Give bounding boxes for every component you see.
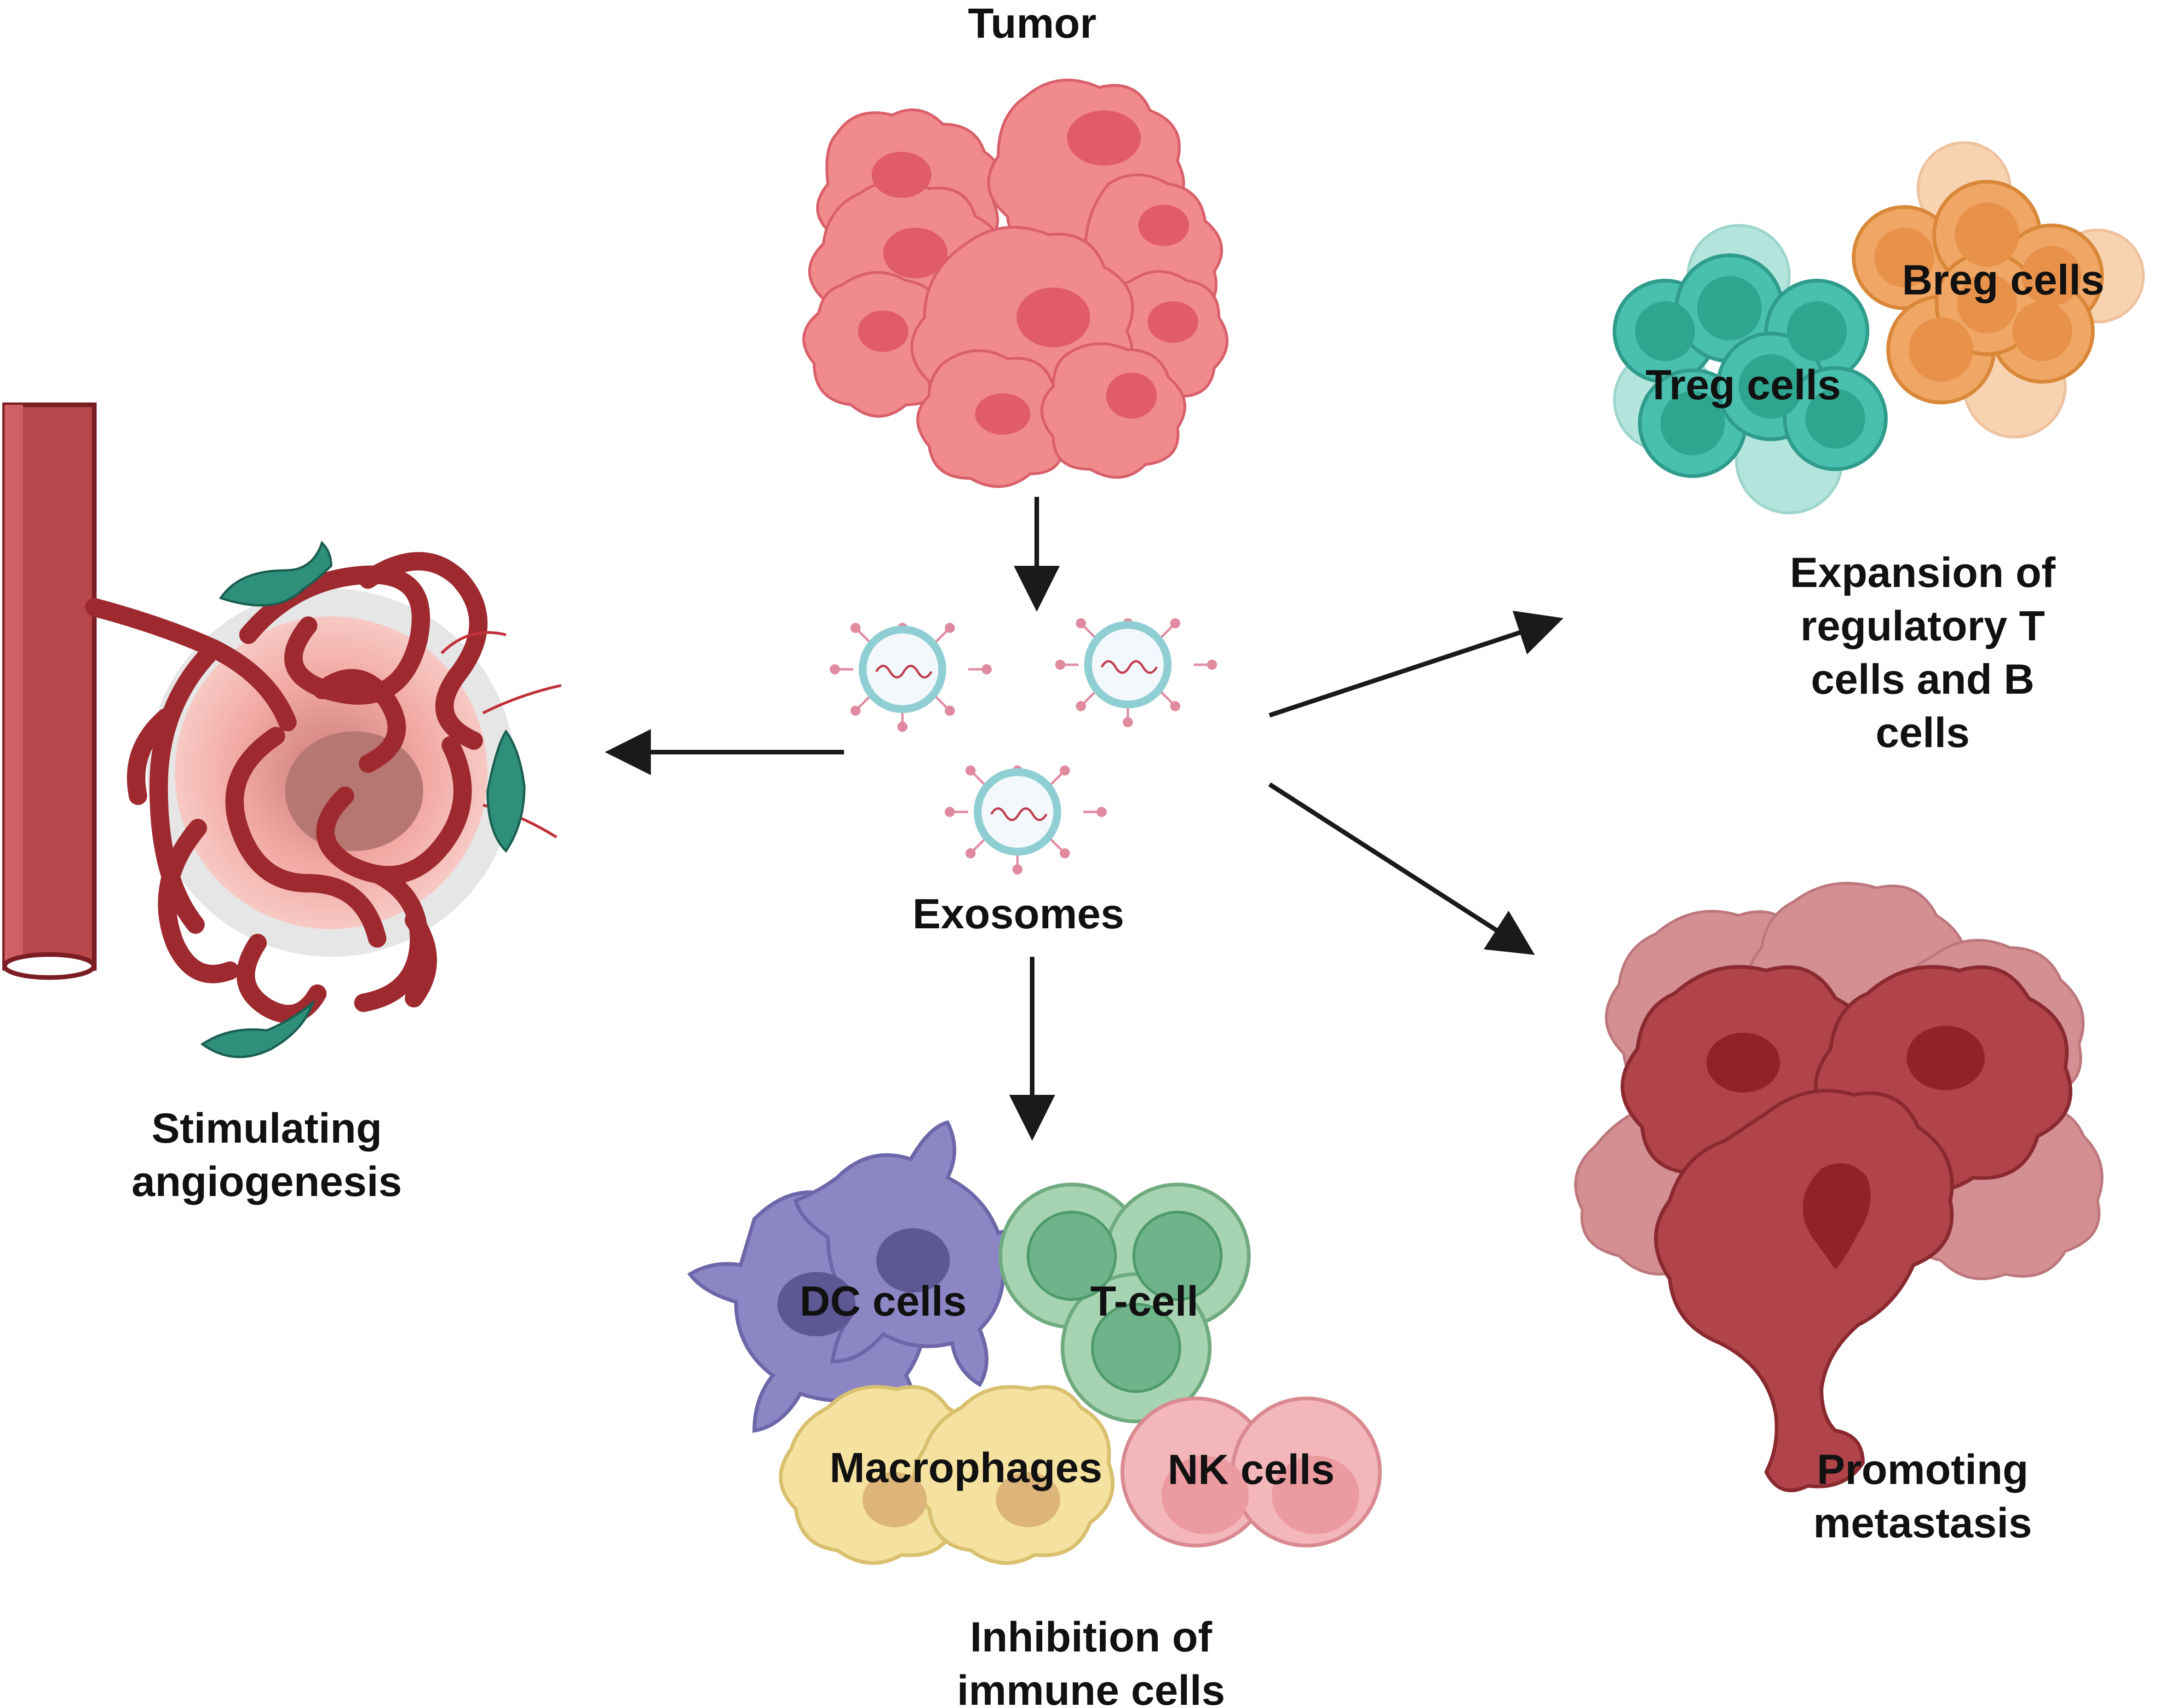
angiogenesis-label-line1: Stimulating <box>152 1105 382 1152</box>
breg-cells-icon <box>1852 141 2145 438</box>
arrow-exosomes-to-metastasis <box>1268 782 1535 955</box>
exosomes-label: Exosomes <box>913 891 1124 937</box>
metastasis-label-line1: Promoting <box>1817 1446 2028 1493</box>
macrophages-label: Macrophages <box>829 1444 1102 1491</box>
breg-cells-label: Breg cells <box>1902 257 2104 304</box>
expansion-label-line2: regulatory T <box>1800 603 2045 650</box>
nk-cells-icon <box>1120 1397 1382 1547</box>
expansion-label-line1: Expansion of <box>1790 549 2056 596</box>
tumor-label: Tumor <box>968 0 1096 47</box>
dc-cells-icon <box>687 1120 1056 1433</box>
treg-cells-icon <box>1613 224 1888 514</box>
nk-cells-label: NK cells <box>1167 1446 1334 1493</box>
dc-cells-label: DC cells <box>799 1278 966 1325</box>
inhibition-label-line2: immune cells <box>957 1667 1225 1708</box>
metastasis-cells-icon <box>1574 882 2103 1492</box>
flow-arrows <box>605 497 1563 1141</box>
angiogenesis-label-line2: angiogenesis <box>132 1158 402 1205</box>
macrophages-icon <box>779 1385 1114 1565</box>
t-cell-icon <box>999 1183 1251 1423</box>
exosome-vesicles-icon <box>830 618 1217 874</box>
tumor-cluster-icon <box>802 79 1229 488</box>
metastasis-label-line2: metastasis <box>1813 1500 2032 1547</box>
expansion-label-line3: cells and B <box>1811 656 2034 703</box>
inhibition-label-line1: Inhibition of <box>970 1614 1212 1661</box>
angiogenesis-vessel-icon <box>2 403 562 1058</box>
arrow-exosomes-to-regulatory <box>1269 610 1563 718</box>
treg-cells-label: Treg cells <box>1646 362 1841 408</box>
t-cell-label: T-cell <box>1090 1278 1198 1325</box>
expansion-label-line4: cells <box>1876 709 1970 756</box>
